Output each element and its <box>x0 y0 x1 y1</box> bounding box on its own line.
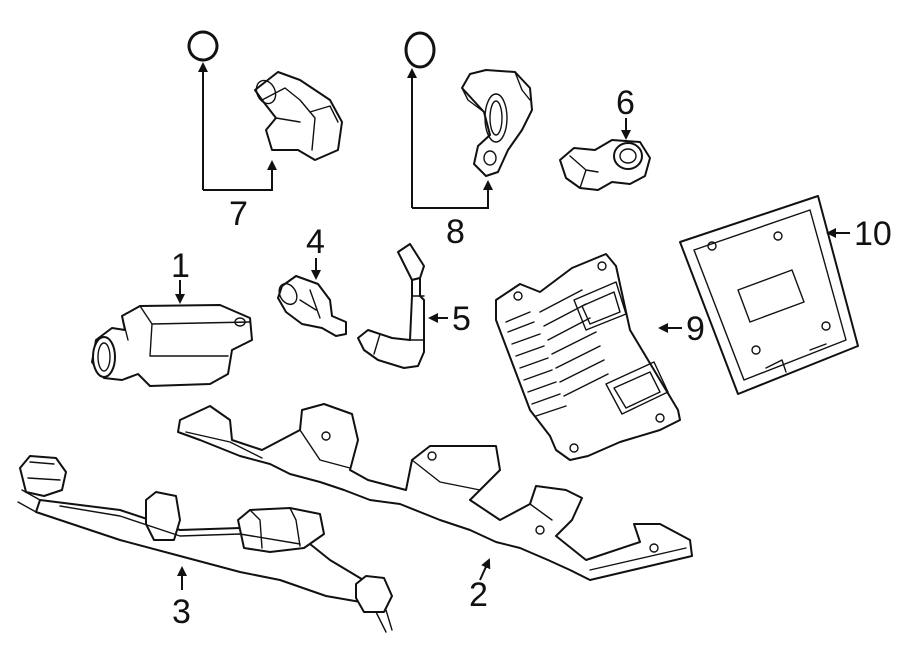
callout-6: 6 <box>616 84 635 122</box>
part-1-ignition-coil[interactable]: 1 <box>91 247 253 387</box>
callout-10: 10 <box>854 215 892 253</box>
part-6-knock-sensor[interactable]: 6 <box>559 84 651 191</box>
callout-3: 3 <box>172 593 191 631</box>
part-9-engine-control-module[interactable]: 9 <box>495 253 705 461</box>
part-5-sensor-with-lead[interactable]: 5 <box>357 243 471 369</box>
callout-1: 1 <box>171 247 190 285</box>
callout-9: 9 <box>686 310 705 348</box>
part-10-cover[interactable]: 10 <box>679 195 892 395</box>
o-ring-7[interactable] <box>186 29 220 63</box>
o-ring-8[interactable] <box>404 31 436 69</box>
part-2-mounting-bracket[interactable]: 2 <box>177 403 693 614</box>
part-8-crankshaft-sensor[interactable]: 8 <box>404 31 533 251</box>
callout-2: 2 <box>469 576 488 614</box>
callout-4: 4 <box>306 223 325 261</box>
callout-7: 7 <box>229 195 248 233</box>
part-3-wiring-harness[interactable]: 3 <box>17 455 393 633</box>
callout-5: 5 <box>452 300 471 338</box>
part-7-camshaft-sensor[interactable]: 7 <box>186 29 343 233</box>
part-4-sensor[interactable]: 4 <box>276 223 347 337</box>
callout-8: 8 <box>446 213 465 251</box>
